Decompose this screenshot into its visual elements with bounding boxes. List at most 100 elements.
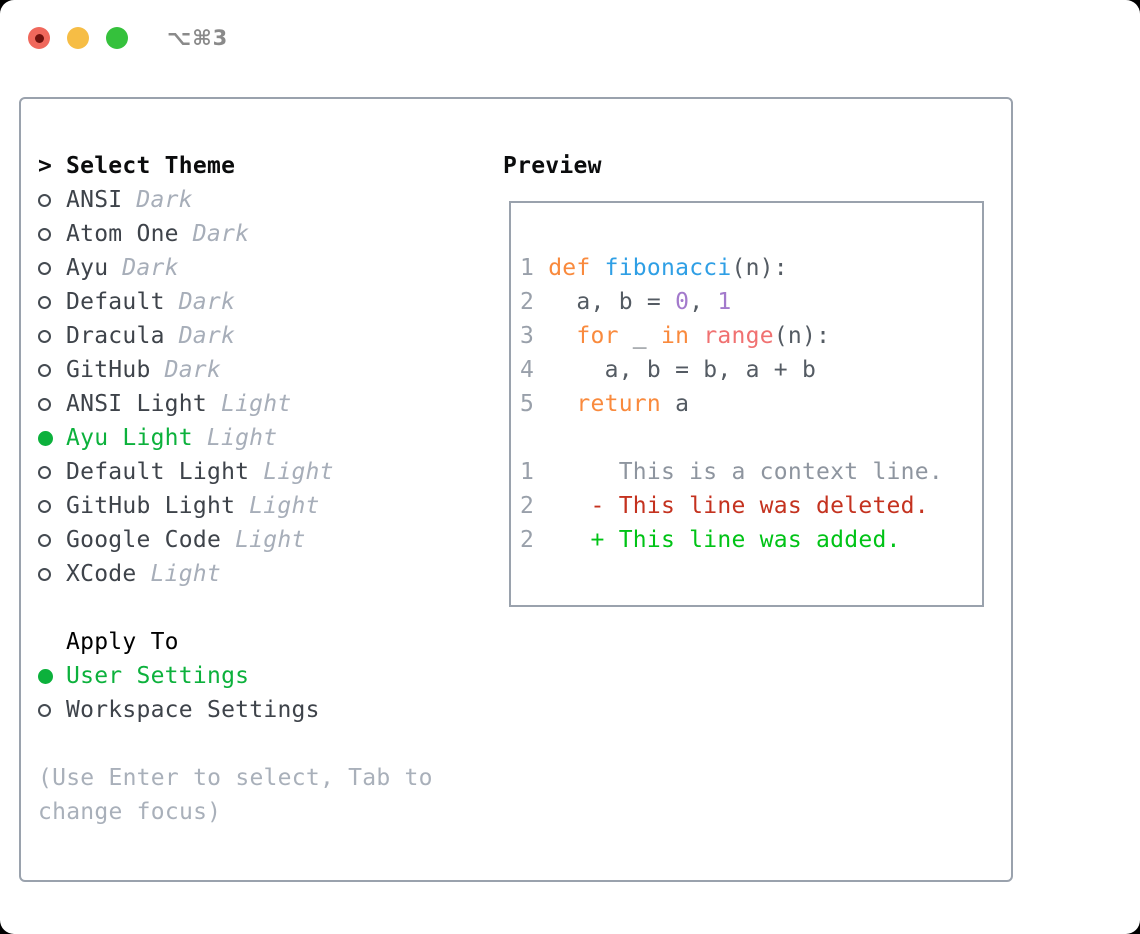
radio-icon	[38, 227, 66, 241]
code-segment-txt	[689, 323, 703, 349]
theme-variant-tag: Dark	[122, 255, 179, 281]
code-segment-kw: for	[576, 323, 619, 349]
code-segment-ln: 1	[520, 255, 549, 281]
hint-text-line-2: change focus)	[38, 799, 222, 825]
code-segment-txt	[591, 255, 605, 281]
theme-item-atom-one-dark[interactable]: Atom One Dark	[21, 217, 433, 251]
code-segment-ln: 2	[520, 289, 549, 315]
radio-circle	[38, 567, 51, 581]
apply-option-label: User Settings	[66, 663, 250, 689]
preview-code-line: 1 This is a context line.	[520, 455, 982, 489]
apply-to-title: Apply To	[66, 629, 179, 655]
theme-variant-tag: Dark	[178, 289, 236, 315]
titlebar: ⌥⌘3	[0, 0, 1140, 75]
theme-item-label: Ayu	[66, 255, 109, 281]
theme-item-label: Atom One	[66, 221, 179, 247]
radio-icon	[38, 499, 66, 513]
radio-circle	[38, 465, 51, 479]
code-segment-add: + This line was added.	[548, 527, 901, 553]
zoom-button[interactable]	[106, 27, 128, 49]
code-segment-del: - This line was deleted.	[548, 493, 929, 519]
select-theme-header: > Select Theme	[21, 149, 433, 183]
radio-circle	[38, 499, 51, 513]
theme-item-label: XCode	[66, 561, 137, 587]
preview-code-line: 4 a, b = b, a + b	[520, 353, 982, 387]
code-segment-ln: 2	[520, 527, 549, 553]
code-segment-kw: in	[661, 323, 690, 349]
radio-circle	[38, 703, 51, 717]
theme-item-label: ANSI	[66, 187, 123, 213]
code-segment-ln: 5	[520, 391, 549, 417]
code-segment-txt: a, b =	[548, 289, 676, 315]
code-segment-txt: (n):	[773, 323, 831, 349]
radio-icon	[38, 465, 66, 479]
code-segment-kw: return	[576, 391, 661, 417]
radio-icon	[38, 703, 66, 717]
code-segment-txt: a, b = b, a + b	[548, 357, 817, 383]
spacer	[21, 591, 433, 625]
theme-variant-tag: Dark	[136, 187, 193, 213]
radio-circle	[38, 668, 53, 684]
radio-circle	[38, 227, 51, 241]
window-title: ⌥⌘3	[167, 26, 229, 50]
code-segment-ln: 1	[520, 459, 549, 485]
select-theme-title: Select Theme	[66, 153, 236, 179]
code-segment-fn: fibonacci	[604, 255, 732, 281]
code-segment-txt	[548, 391, 576, 417]
minimize-button[interactable]	[67, 27, 89, 49]
theme-item-label: Default Light	[66, 459, 250, 485]
cursor-caret-icon: >	[38, 153, 66, 179]
preview-code-line: 3 for _ in range(n):	[520, 319, 982, 353]
radio-icon	[38, 193, 66, 207]
preview-title: Preview	[503, 153, 602, 179]
radio-icon	[38, 397, 66, 411]
radio-circle	[38, 363, 51, 377]
code-segment-num: 1	[717, 289, 732, 315]
theme-item-default-light-light[interactable]: Default Light Light	[21, 455, 433, 489]
theme-variant-tag: Light	[263, 459, 334, 485]
radio-icon	[38, 295, 66, 309]
radio-circle	[38, 261, 51, 275]
theme-variant-tag: Dark	[178, 323, 236, 349]
radio-icon	[38, 363, 66, 377]
preview-code-line: 5 return a	[520, 387, 982, 421]
code-segment-kw: def	[548, 255, 591, 281]
theme-item-ayu-dark[interactable]: Ayu Dark	[21, 251, 433, 285]
radio-icon	[38, 567, 66, 581]
radio-circle	[38, 295, 51, 309]
code-segment-txt: ,	[689, 289, 718, 315]
spacer	[21, 727, 433, 761]
radio-circle	[38, 397, 51, 411]
radio-selected-icon	[38, 668, 66, 684]
preview-code-line: 2 - This line was deleted.	[520, 489, 982, 523]
radio-circle	[38, 430, 53, 446]
theme-variant-tag: Dark	[192, 221, 250, 247]
radio-icon	[38, 329, 66, 343]
apply-option-user-settings[interactable]: User Settings	[21, 659, 433, 693]
theme-variant-tag: Light	[206, 425, 278, 451]
radio-circle	[38, 533, 51, 547]
radio-icon	[38, 261, 66, 275]
code-segment-ln: 4	[520, 357, 549, 383]
hint-text-line-1: (Use Enter to select, Tab to	[38, 765, 433, 791]
apply-option-workspace-settings[interactable]: Workspace Settings	[21, 693, 433, 727]
radio-icon	[38, 533, 66, 547]
close-button[interactable]	[28, 27, 50, 49]
theme-item-ansi-dark[interactable]: ANSI Dark	[21, 183, 433, 217]
preview-code-line: 2 a, b = 0, 1	[520, 285, 982, 319]
